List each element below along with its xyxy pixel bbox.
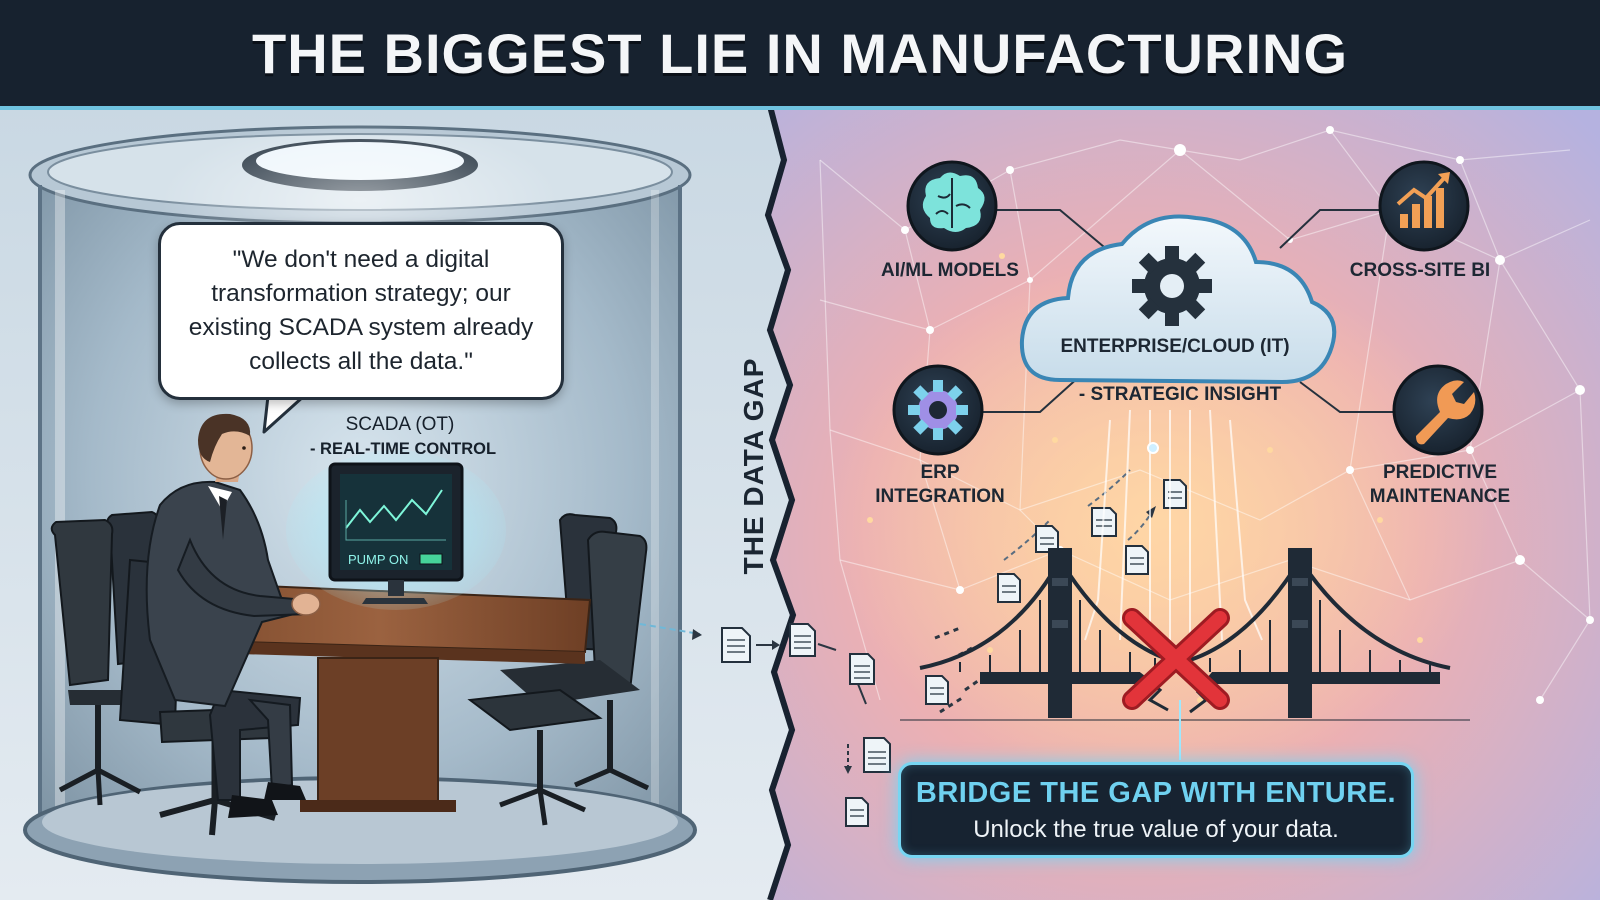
wrench-icon	[1392, 364, 1484, 456]
scada-label: SCADA (OT)	[345, 414, 455, 435]
monitor-status: PUMP ON	[348, 552, 409, 567]
businessman	[145, 413, 321, 818]
speech-bubble: "We don't need a digital transformation …	[158, 222, 564, 400]
erp-label-line2: INTEGRATION	[875, 486, 1005, 507]
cta-title: BRIDGE THE GAP WITH ENTURE.	[915, 777, 1397, 809]
cloud-label: ENTERPRISE/CLOUD (IT)	[1060, 336, 1290, 357]
warm-sparks	[867, 253, 1423, 703]
cta-subtitle: Unlock the true value of your data.	[973, 816, 1339, 843]
data-gap-label: THE DATA GAP	[738, 357, 769, 575]
broken-bridge-icon	[900, 548, 1470, 721]
pm-label-line2: MAINTENANCE	[1369, 486, 1511, 507]
erp-label-line1: ERP	[920, 462, 960, 483]
connector-lines	[982, 209, 1394, 413]
red-x-icon	[1122, 608, 1230, 710]
scada-sublabel: - REAL-TIME CONTROL	[309, 440, 497, 458]
network-nodes	[901, 126, 1594, 704]
brain-icon	[906, 160, 998, 252]
document-flow	[639, 469, 1156, 774]
document-lines	[727, 491, 1182, 817]
ai-ml-label: AI/ML MODELS	[881, 260, 1019, 281]
title-banner: THE BIGGEST LIE IN MANUFACTURING	[0, 0, 1600, 110]
scada-monitor	[286, 450, 506, 610]
cta-box: BRIDGE THE GAP WITH ENTURE. Unlock the t…	[898, 762, 1414, 858]
pm-label-line1: PREDICTIVE	[1382, 462, 1498, 483]
gear-icon	[892, 364, 984, 456]
bar-chart-icon	[1378, 160, 1470, 252]
page-title: THE BIGGEST LIE IN MANUFACTURING	[252, 21, 1348, 85]
cloud-gear-icon	[1019, 214, 1337, 385]
cloud-sublabel: - STRATEGIC INSIGHT	[1078, 384, 1282, 405]
data-beams	[1084, 409, 1263, 641]
cross-site-bi-label: CROSS-SITE BI	[1349, 260, 1491, 281]
